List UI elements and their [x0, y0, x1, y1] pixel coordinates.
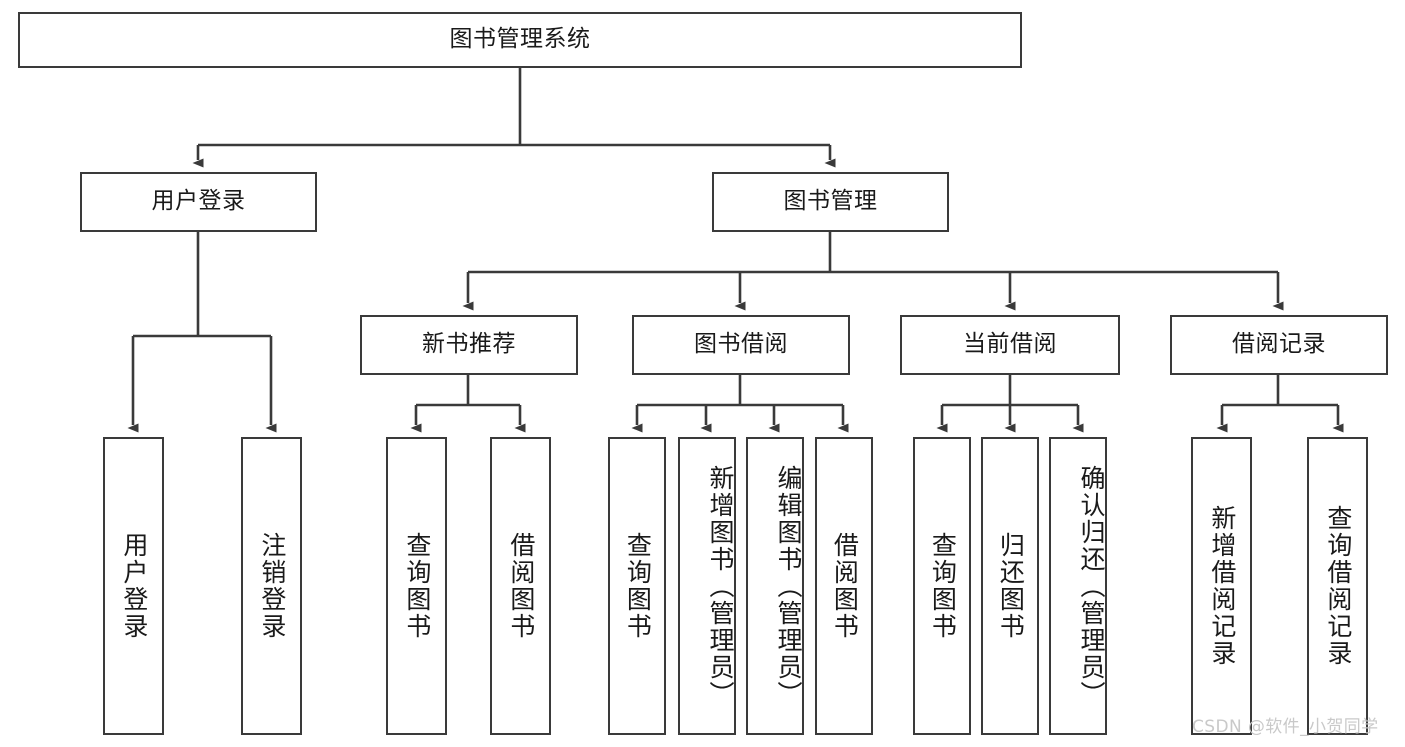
node-user-login[interactable]: 用户登录 [80, 172, 317, 232]
node-label: 编辑图书（管理员） [774, 464, 803, 708]
node-label: 查询图书 [928, 532, 958, 640]
leaf-book-borrow-edit-book-admin[interactable]: 编辑图书（管理员） [746, 437, 804, 735]
node-book-management[interactable]: 图书管理 [712, 172, 949, 232]
node-label: 新增图书（管理员） [706, 464, 735, 708]
leaf-current-borrow-return-book[interactable]: 归还图书 [981, 437, 1039, 735]
node-label: 借阅图书 [506, 532, 536, 640]
node-root-book-management-system[interactable]: 图书管理系统 [18, 12, 1022, 68]
leaf-book-borrow-add-book-admin[interactable]: 新增图书（管理员） [678, 437, 736, 735]
leaf-borrow-record-add-record[interactable]: 新增借阅记录 [1191, 437, 1252, 735]
node-label: 借阅图书 [830, 532, 860, 640]
node-label: 当前借阅 [963, 331, 1057, 358]
node-label: 新增借阅记录 [1207, 505, 1237, 667]
node-label: 归还图书 [996, 532, 1026, 640]
leaf-current-borrow-confirm-return-admin[interactable]: 确认归还（管理员） [1049, 437, 1107, 735]
node-label: 注销登录 [257, 532, 287, 640]
node-label: 新书推荐 [422, 331, 516, 358]
node-label: 查询图书 [402, 532, 432, 640]
node-label: 用户登录 [151, 188, 246, 215]
node-label: 借阅记录 [1232, 331, 1326, 358]
leaf-borrow-record-query-record[interactable]: 查询借阅记录 [1307, 437, 1368, 735]
node-new-book-recommend[interactable]: 新书推荐 [360, 315, 578, 375]
leaf-new-book-query-book[interactable]: 查询图书 [386, 437, 447, 735]
leaf-book-borrow-query-book[interactable]: 查询图书 [608, 437, 666, 735]
node-label: 用户登录 [119, 532, 149, 640]
node-label: 图书借阅 [694, 331, 788, 358]
node-book-borrow[interactable]: 图书借阅 [632, 315, 850, 375]
node-borrow-record[interactable]: 借阅记录 [1170, 315, 1388, 375]
node-label: 查询借阅记录 [1323, 505, 1353, 667]
node-label: 图书管理 [783, 188, 878, 215]
node-current-borrow[interactable]: 当前借阅 [900, 315, 1120, 375]
node-label: 确认归还（管理员） [1077, 464, 1106, 708]
leaf-user-login-logout[interactable]: 注销登录 [241, 437, 302, 735]
node-label: 查询图书 [623, 532, 653, 640]
leaf-book-borrow-borrow-book[interactable]: 借阅图书 [815, 437, 873, 735]
leaf-user-login-login[interactable]: 用户登录 [103, 437, 164, 735]
leaf-new-book-borrow-book[interactable]: 借阅图书 [490, 437, 551, 735]
leaf-current-borrow-query-book[interactable]: 查询图书 [913, 437, 971, 735]
node-label: 图书管理系统 [449, 26, 591, 53]
